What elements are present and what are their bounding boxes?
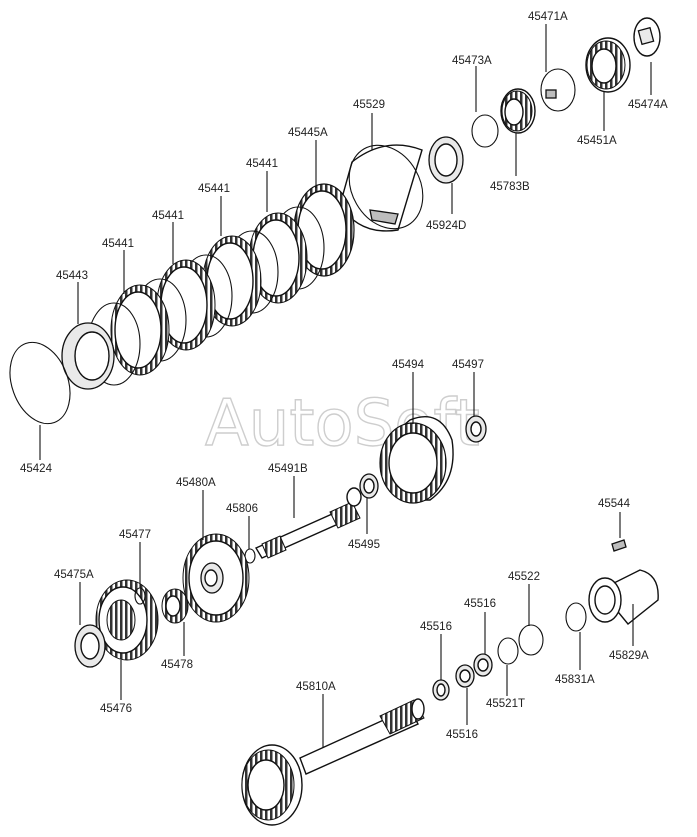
washer-45495-drawing xyxy=(359,473,379,499)
label-45475a: 45475A xyxy=(54,569,94,581)
label-45451a: 45451A xyxy=(577,135,617,147)
gear-45476-drawing xyxy=(95,579,159,661)
washer-45924d-drawing xyxy=(428,136,464,184)
washer-45522-drawing xyxy=(518,624,544,656)
label-45491b: 45491B xyxy=(268,463,308,475)
carrier-45480a-drawing xyxy=(182,533,250,623)
washer-45521t-drawing xyxy=(497,637,519,665)
label-45544: 45544 xyxy=(598,498,631,510)
label-45445a: 45445A xyxy=(288,127,328,139)
snap-ring-45831a-drawing xyxy=(565,602,587,632)
shaft-45810a-drawing xyxy=(241,698,425,826)
label-45516-b: 45516 xyxy=(420,621,452,633)
label-45516-c: 45516 xyxy=(446,729,478,741)
label-45441-c: 45441 xyxy=(152,210,184,222)
label-45522: 45522 xyxy=(508,571,540,583)
label-45473a: 45473A xyxy=(452,55,492,67)
label-45783b: 45783B xyxy=(490,181,530,193)
label-45529: 45529 xyxy=(353,99,385,111)
plate-45474a-drawing xyxy=(633,17,661,57)
snap-ring-45471a-drawing xyxy=(540,68,576,112)
label-45516-a: 45516 xyxy=(464,598,496,610)
sleeve-45829a-drawing xyxy=(588,569,659,625)
label-45495: 45495 xyxy=(348,539,380,551)
label-45480a: 45480A xyxy=(176,477,216,489)
label-45441-b: 45441 xyxy=(198,183,230,195)
washer-45497-drawing xyxy=(465,415,487,443)
label-45829a: 45829A xyxy=(609,650,649,662)
label-45441-d: 45441 xyxy=(102,238,134,250)
snap-ring-45473a-drawing xyxy=(471,114,499,148)
label-45924d: 45924D xyxy=(426,220,466,232)
label-45478: 45478 xyxy=(161,659,193,671)
label-45477: 45477 xyxy=(119,529,151,541)
label-45494: 45494 xyxy=(392,359,425,371)
label-45424: 45424 xyxy=(20,463,53,475)
label-45521t: 45521T xyxy=(486,698,525,710)
label-45831a: 45831A xyxy=(555,674,595,686)
leader-lines xyxy=(39,24,652,748)
shaft-45491b-drawing xyxy=(254,487,362,559)
label-45474a: 45474A xyxy=(628,99,668,111)
drum-45529-drawing xyxy=(339,144,424,232)
bearing-45451a-drawing xyxy=(585,37,631,93)
snap-ring-45424-drawing xyxy=(9,341,71,425)
pinion-45478-drawing xyxy=(161,588,189,624)
clutch-pack-drawing xyxy=(61,183,355,390)
washer-45516-drawing xyxy=(432,653,493,701)
ring-gear-45494-drawing xyxy=(379,416,454,504)
label-45810a: 45810A xyxy=(296,681,336,693)
label-45443: 45443 xyxy=(56,270,88,282)
bearing-45783b-drawing xyxy=(500,88,536,134)
label-45806: 45806 xyxy=(226,503,258,515)
washer-45475a-drawing xyxy=(74,624,106,668)
pin-45544-drawing xyxy=(611,539,627,552)
label-45476: 45476 xyxy=(100,703,132,715)
label-45471a: 45471A xyxy=(528,11,568,23)
label-45441-a: 45441 xyxy=(246,158,278,170)
label-45497: 45497 xyxy=(452,359,484,371)
part-labels: 45471A 45473A 45474A 45451A 45529 45783B… xyxy=(20,11,668,741)
